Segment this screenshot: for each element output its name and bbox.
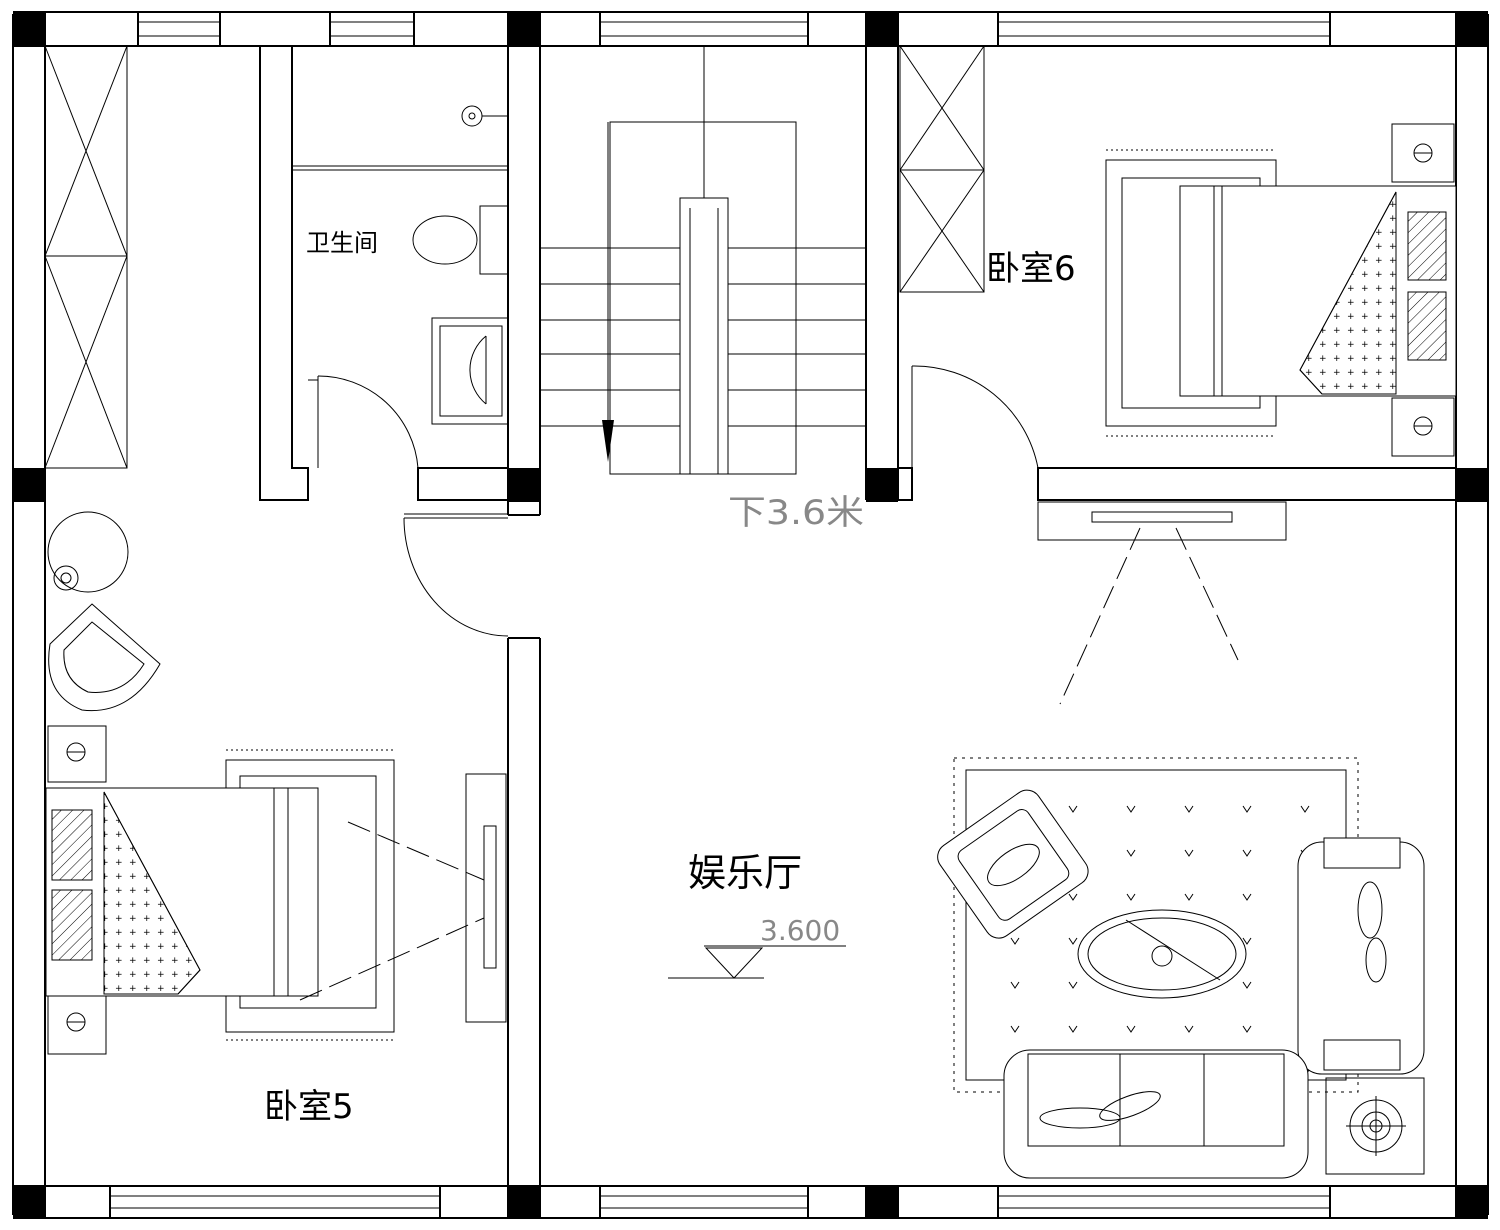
columns xyxy=(13,12,1488,1218)
bed-bedroom5 xyxy=(45,725,507,1055)
bed-bedroom6 xyxy=(1105,123,1457,457)
wardrobe-left xyxy=(44,45,128,469)
room-label-hall: 娱乐厅 xyxy=(688,851,802,895)
elevation-value: 3.600 xyxy=(760,914,840,947)
interior-walls xyxy=(44,46,1457,1186)
door-bedroom6 xyxy=(911,365,1039,469)
living-set xyxy=(937,757,1425,1179)
bathroom-fixtures xyxy=(292,105,509,469)
windows-bottom xyxy=(110,1195,1330,1209)
staircase xyxy=(540,46,866,475)
room-label-bedroom5: 卧室5 xyxy=(264,1087,354,1127)
room-label-bathroom: 卫生间 xyxy=(306,229,378,257)
stair-arrow-icon xyxy=(602,420,614,462)
elevation-mark xyxy=(668,945,846,979)
stair-note: 下3.6米 xyxy=(728,493,864,533)
lounge-chair xyxy=(47,511,161,712)
wardrobe-bedroom6 xyxy=(899,45,985,293)
door-bedroom5 xyxy=(403,513,509,637)
tv-cabinet xyxy=(1037,501,1287,705)
room-label-bedroom6: 卧室6 xyxy=(986,249,1076,289)
wall-blocks xyxy=(44,11,1457,1219)
windows-top xyxy=(138,21,1330,37)
